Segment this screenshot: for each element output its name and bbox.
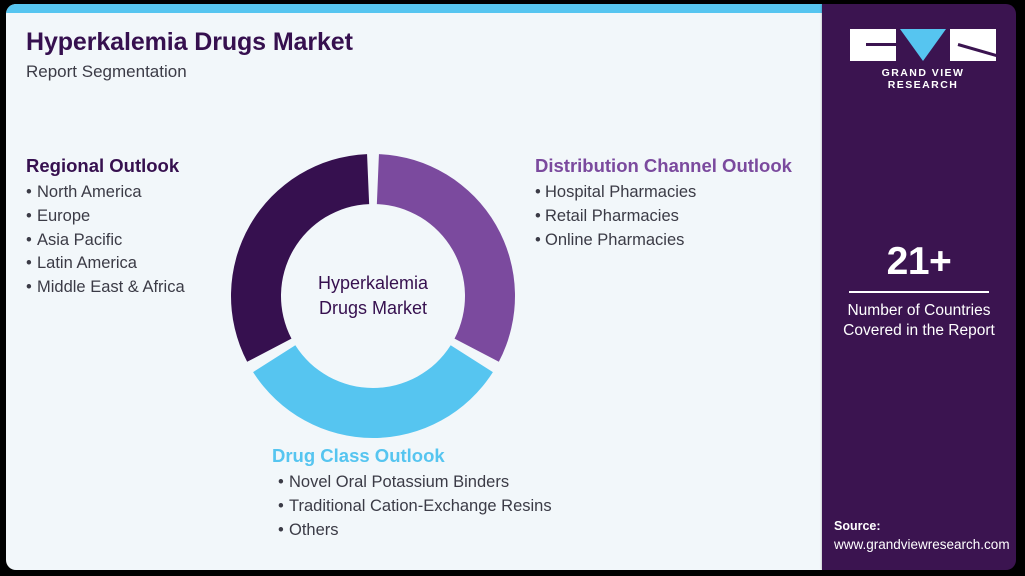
page-subtitle: Report Segmentation — [26, 62, 187, 81]
gvr-logo-icon: GRAND VIEW RESEARCH — [850, 29, 997, 91]
distribution-channel-outlook-heading: Distribution Channel Outlook — [535, 155, 792, 176]
regional-outlook-list: North America Europe Asia Pacific Latin … — [26, 181, 185, 300]
logo-g-notch — [866, 43, 896, 46]
brand-panel: GRAND VIEW RESEARCH 21+ Number of Countr… — [822, 4, 1016, 570]
donut-slice — [376, 154, 515, 362]
content-panel: Hyperkalemia Drugs Market Report Segment… — [6, 4, 822, 570]
list-item: Latin America — [26, 252, 185, 276]
list-item: Others — [278, 519, 552, 543]
list-item: Europe — [26, 205, 185, 229]
donut-chart — [230, 154, 515, 438]
brand-wordmark: GRAND VIEW RESEARCH — [881, 67, 965, 91]
logo-triangle-v-icon — [900, 29, 946, 61]
source-block: Source: www.grandviewresearch.com — [834, 517, 1016, 554]
list-item: Hospital Pharmacies — [535, 181, 792, 205]
donut-slice — [230, 154, 370, 362]
source-url[interactable]: www.grandviewresearch.com — [834, 536, 1010, 552]
list-item: Traditional Cation-Exchange Resins — [278, 495, 552, 519]
drug-class-outlook-block: Drug Class Outlook Novel Oral Potassium … — [272, 444, 552, 542]
list-item: Retail Pharmacies — [535, 205, 792, 229]
donut-slice — [253, 345, 493, 438]
stat-value: 21+ — [886, 240, 952, 283]
list-item: Novel Oral Potassium Binders — [278, 471, 552, 495]
stat-caption-line-1: Number of Countries — [847, 302, 991, 319]
distribution-channel-outlook-list: Hospital Pharmacies Retail Pharmacies On… — [535, 181, 792, 252]
page-title: Hyperkalemia Drugs Market — [26, 28, 353, 56]
top-accent-bar — [6, 4, 822, 13]
regional-outlook-block: Regional Outlook North America Europe As… — [26, 154, 185, 300]
distribution-channel-outlook-block: Distribution Channel Outlook Hospital Ph… — [535, 154, 792, 252]
countries-stat-block: 21+ Number of Countries Covered in the R… — [832, 242, 1006, 341]
list-item: Middle East & Africa — [26, 276, 185, 300]
list-item: Online Pharmacies — [535, 229, 792, 253]
drug-class-outlook-list: Novel Oral Potassium Binders Traditional… — [272, 471, 552, 542]
regional-outlook-heading: Regional Outlook — [26, 155, 180, 176]
logo-mark — [850, 29, 997, 61]
donut-slice-group — [230, 154, 515, 438]
source-label: Source: — [834, 519, 881, 534]
stat-caption-line-2: Covered in the Report — [843, 321, 995, 339]
list-item: Asia Pacific — [26, 229, 185, 253]
stat-divider — [849, 291, 989, 293]
drug-class-outlook-heading: Drug Class Outlook — [272, 445, 445, 466]
list-item: North America — [26, 181, 185, 205]
